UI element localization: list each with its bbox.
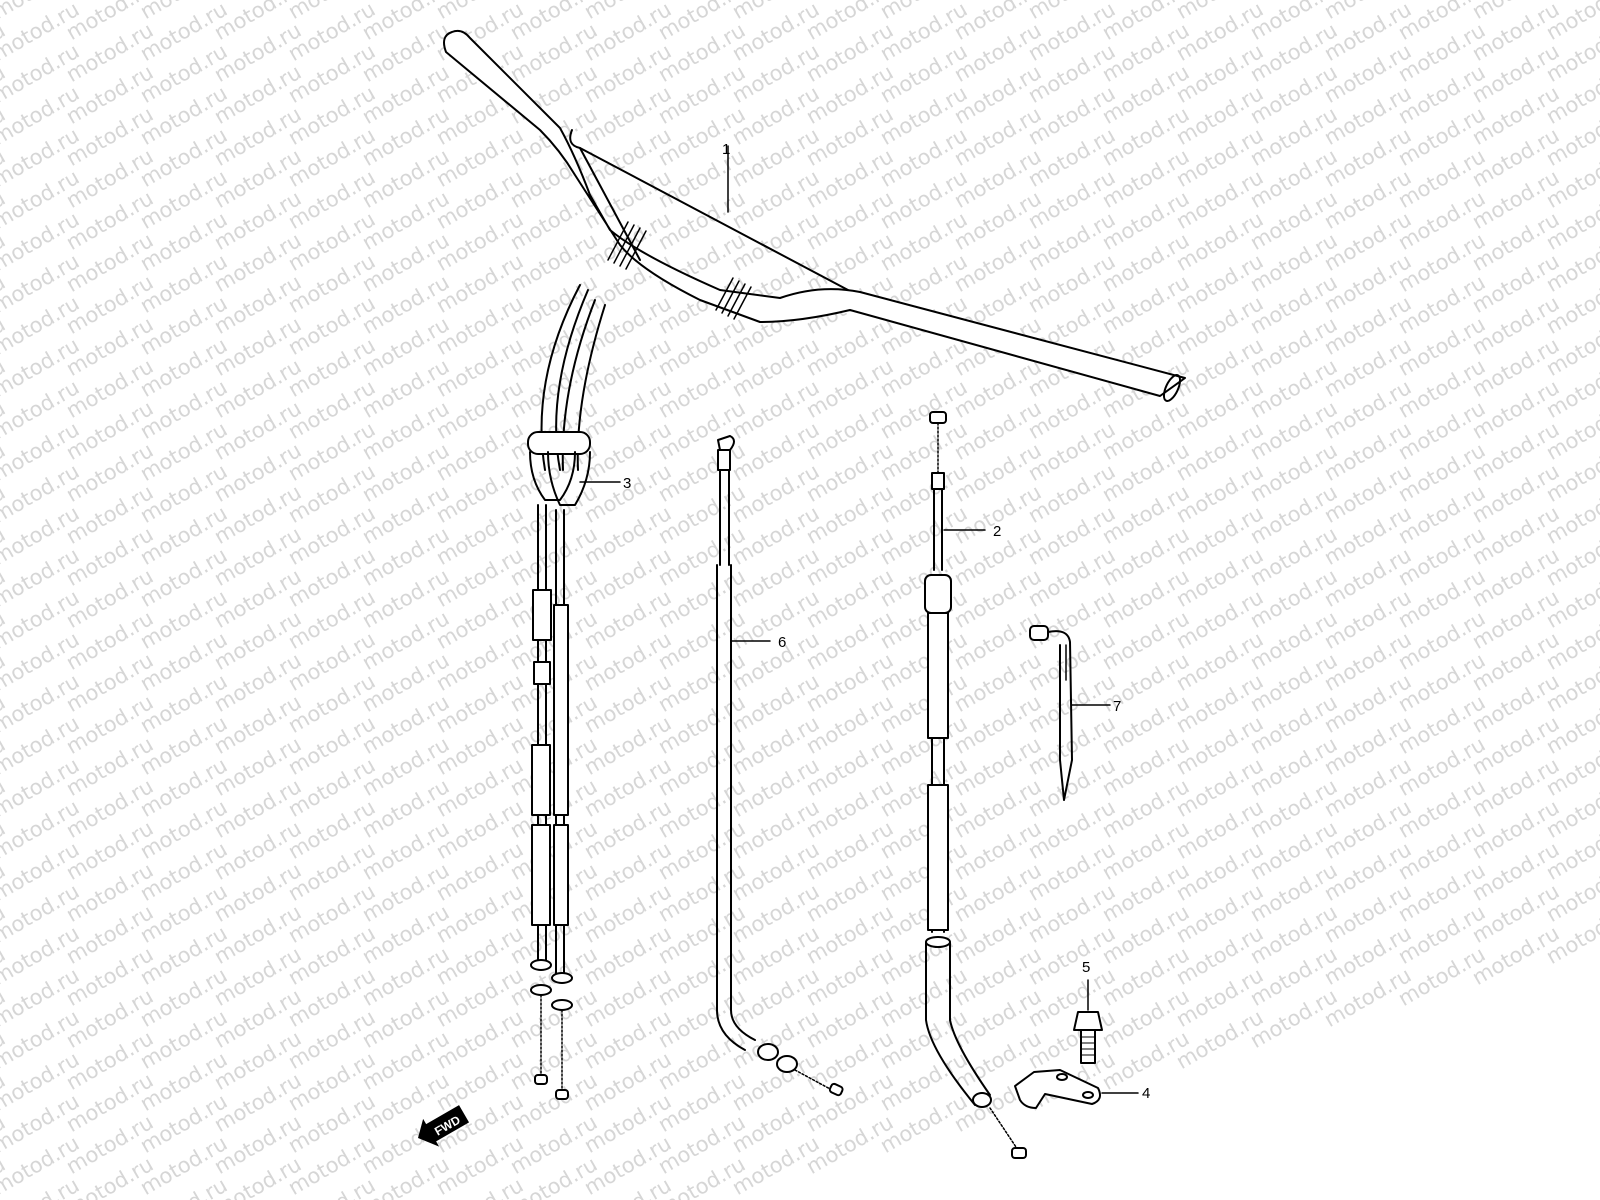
callout-1: 1 [722, 141, 730, 158]
callout-7: 7 [1113, 698, 1121, 715]
bolt-part-5[interactable] [1073, 979, 1103, 1064]
fwd-direction-icon: FWD [418, 1105, 470, 1147]
cable-part-2[interactable] [924, 411, 1027, 1159]
bracket-part-4[interactable] [1014, 1069, 1139, 1109]
callout-3: 3 [623, 475, 631, 492]
cable-part-6[interactable] [716, 435, 844, 1097]
callout-6: 6 [778, 634, 786, 651]
callout-5: 5 [1082, 959, 1090, 976]
cable-part-7[interactable] [1029, 625, 1111, 801]
handlebar-part-1[interactable] [443, 29, 1186, 403]
callout-4: 4 [1142, 1085, 1150, 1102]
callout-2: 2 [993, 523, 1001, 540]
throttle-cable-pair-part-3[interactable] [527, 284, 621, 1100]
